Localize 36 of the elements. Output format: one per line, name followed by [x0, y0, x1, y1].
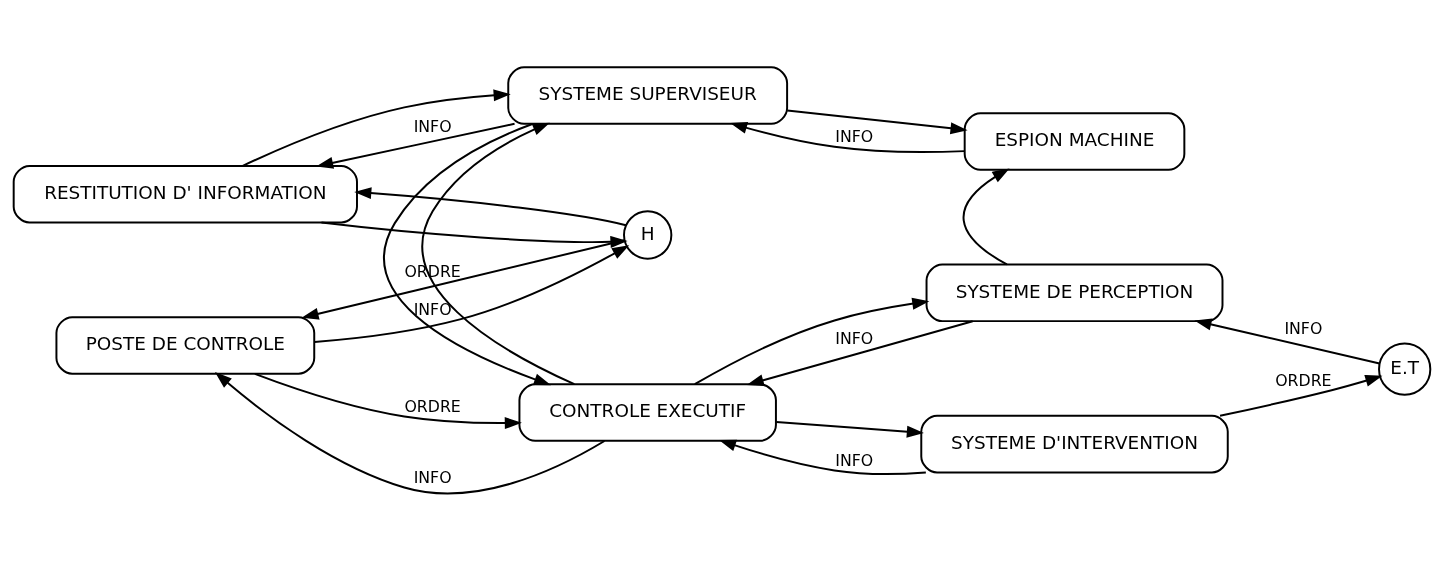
arrow: [718, 439, 927, 476]
node-circle: E.T: [1378, 342, 1432, 396]
arrow: [1194, 318, 1381, 365]
arrow: [241, 89, 511, 167]
node-box: POSTE DE CONTROLE: [55, 316, 316, 375]
arrow: [1219, 374, 1383, 417]
node-box: CONTROLE EXECUTIF: [518, 383, 777, 442]
arrow: [786, 109, 968, 135]
node-circle: H: [623, 210, 673, 260]
arrow: [316, 122, 516, 169]
node-box: SYSTEME DE PERCEPTION: [925, 263, 1224, 323]
edge-label: INFO: [1284, 319, 1323, 339]
edge-label: INFO: [413, 116, 452, 136]
arrow: [253, 372, 522, 430]
arrow: [354, 187, 627, 227]
node-box: SYSTEME SUPERVISEUR: [507, 66, 789, 125]
node-box: ESPION MACHINE: [963, 112, 1186, 171]
arrow: [693, 297, 930, 386]
arrow: [313, 245, 630, 343]
edge-label: INFO: [413, 468, 452, 488]
edge-label: ORDRE: [404, 397, 461, 417]
arrow: [730, 122, 966, 154]
edge-label: INFO: [413, 299, 452, 319]
node-box: RESTITUTION D' INFORMATION: [12, 164, 358, 224]
arrow: [775, 421, 924, 438]
arrow: [962, 168, 1010, 266]
arrow: [383, 123, 552, 386]
arrow: [746, 320, 974, 387]
edge-label: ORDRE: [1275, 370, 1332, 390]
arrow: [421, 122, 576, 386]
edge-label: INFO: [835, 328, 874, 348]
edge-label: INFO: [835, 450, 874, 470]
edge-label: INFO: [835, 127, 874, 147]
arrow: [301, 239, 626, 320]
arrow: [214, 371, 606, 495]
node-box: SYSTEME D'INTERVENTION: [920, 414, 1229, 474]
